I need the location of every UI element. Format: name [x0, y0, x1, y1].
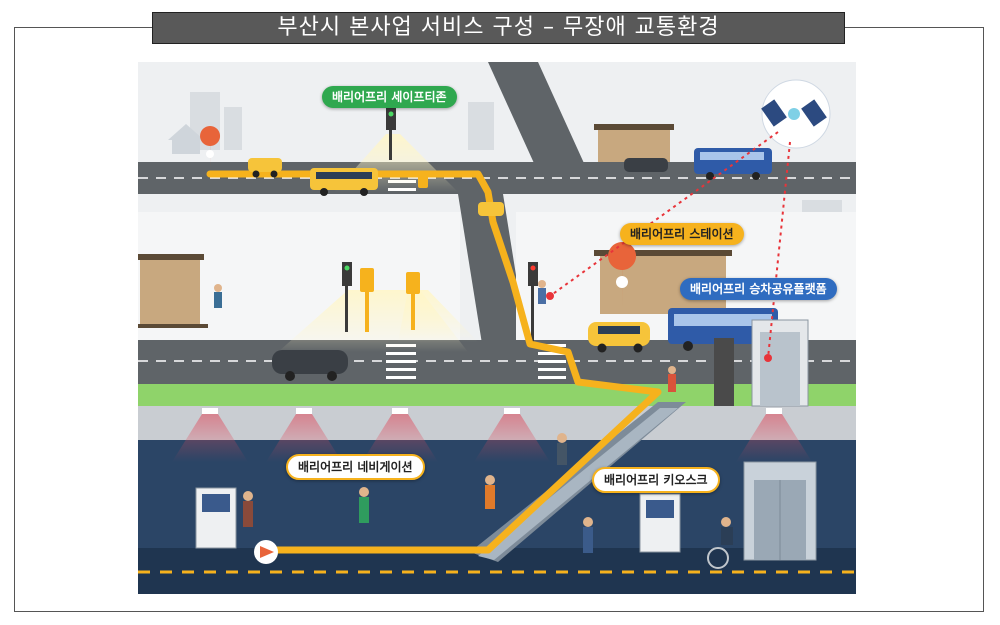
- taxi-top: [248, 158, 282, 178]
- traffic-light: [528, 262, 538, 346]
- barrier-free-route: [206, 170, 662, 554]
- school-bus: [310, 168, 378, 196]
- ventilation-pillar: [714, 338, 734, 406]
- pedestrian: [583, 517, 593, 553]
- elevator-underground: [743, 461, 817, 561]
- kiosk-right: [639, 493, 681, 553]
- bottom-road: [138, 340, 856, 384]
- vertical-road: [458, 194, 528, 350]
- pedestrian: [214, 284, 222, 308]
- diagonal-road: [488, 62, 588, 172]
- taxi-bottom: [588, 322, 650, 353]
- wheelchair-user-icon: [707, 517, 733, 569]
- kiosk-label: 배리어프리 키오스크: [592, 467, 720, 493]
- pedestrian: [243, 491, 253, 527]
- station-label: 배리어프리 스테이션: [620, 223, 744, 245]
- location-pin-icon: [200, 126, 221, 170]
- taxi-middle: [478, 202, 504, 216]
- ride-sharing-platform-label: 배리어프리 승차공유플랫폼: [680, 278, 837, 300]
- traffic-light: [386, 108, 396, 160]
- barrier-free-transport-illustration: [138, 62, 856, 594]
- navigation-label: 배리어프리 네비게이션: [286, 454, 425, 480]
- pedestrian: [485, 475, 495, 509]
- elevator-surface: [751, 319, 809, 407]
- car-black-bottom: [272, 350, 348, 381]
- location-pin-icon: [608, 242, 637, 308]
- pedestrian: [359, 487, 369, 523]
- page-title: 부산시 본사업 서비스 구성 – 무장애 교통환경: [152, 12, 845, 44]
- traffic-light: [342, 262, 352, 332]
- safe-zone-label: 배리어프리 세이프티존: [322, 86, 457, 108]
- blue-bus-top: [694, 148, 772, 180]
- start-arrow-icon: [254, 540, 278, 564]
- car-black-top: [624, 158, 668, 172]
- pedestrian: [557, 433, 567, 465]
- house-icon: [168, 124, 204, 154]
- pedestrian: [538, 280, 546, 304]
- signal-lines: [549, 131, 791, 359]
- kiosk-left: [195, 487, 237, 549]
- ceiling-lights: [172, 408, 812, 462]
- bus-shelter-top: [594, 124, 674, 162]
- bus-shelter-left: [138, 254, 208, 328]
- grass-strip: [138, 384, 856, 406]
- pedestrian: [668, 366, 676, 392]
- satellite-icon: [761, 79, 831, 149]
